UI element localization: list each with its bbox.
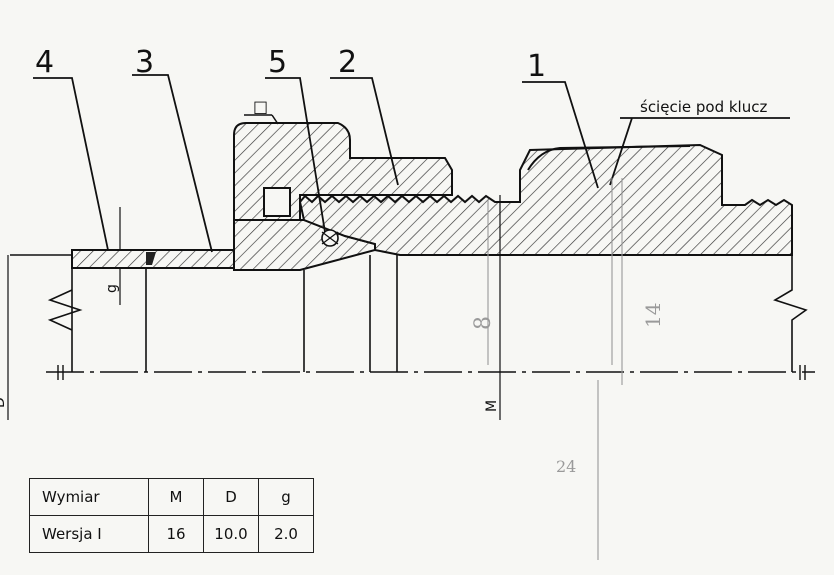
leader-lines — [33, 74, 790, 253]
table-header-cell: M — [148, 478, 204, 516]
dimension-table: Wymiar M D g Wersja I 16 10.0 2.0 — [29, 478, 314, 553]
table-cell: 16 — [148, 515, 204, 553]
square-symbol: □ — [253, 97, 268, 116]
bore-lines — [10, 254, 808, 372]
table-header-cell: D — [203, 478, 259, 516]
pencil-note-8: 8 — [471, 316, 496, 330]
pencil-note-14: 14 — [641, 303, 665, 328]
pencil-note-24: 24 — [556, 457, 576, 476]
part-label-5: 5 — [268, 45, 287, 80]
part-label-4: 4 — [35, 45, 54, 80]
dim-label-M: M — [484, 400, 500, 412]
dim-label-g: g — [104, 284, 120, 293]
part-label-3: 3 — [135, 45, 154, 80]
table-cell: 10.0 — [203, 515, 259, 553]
table-header-row: Wymiar M D g — [29, 478, 314, 516]
part-1-body — [298, 143, 793, 256]
table-cell: Wersja I — [29, 515, 149, 553]
part-label-1: 1 — [527, 49, 546, 84]
table-cell: 2.0 — [258, 515, 314, 553]
table-row: Wersja I 16 10.0 2.0 — [29, 515, 314, 553]
pencil-marks — [487, 178, 623, 560]
table-header-cell: g — [258, 478, 314, 516]
table-header-cell: Wymiar — [29, 478, 149, 516]
part-2-nut — [233, 122, 453, 221]
dimension-lines — [7, 195, 501, 420]
part-label-2: 2 — [338, 45, 357, 80]
oring-cross — [321, 231, 339, 245]
wrench-flat-note: ścięcie pod klucz — [640, 98, 767, 116]
dim-label-D: D — [0, 397, 8, 408]
